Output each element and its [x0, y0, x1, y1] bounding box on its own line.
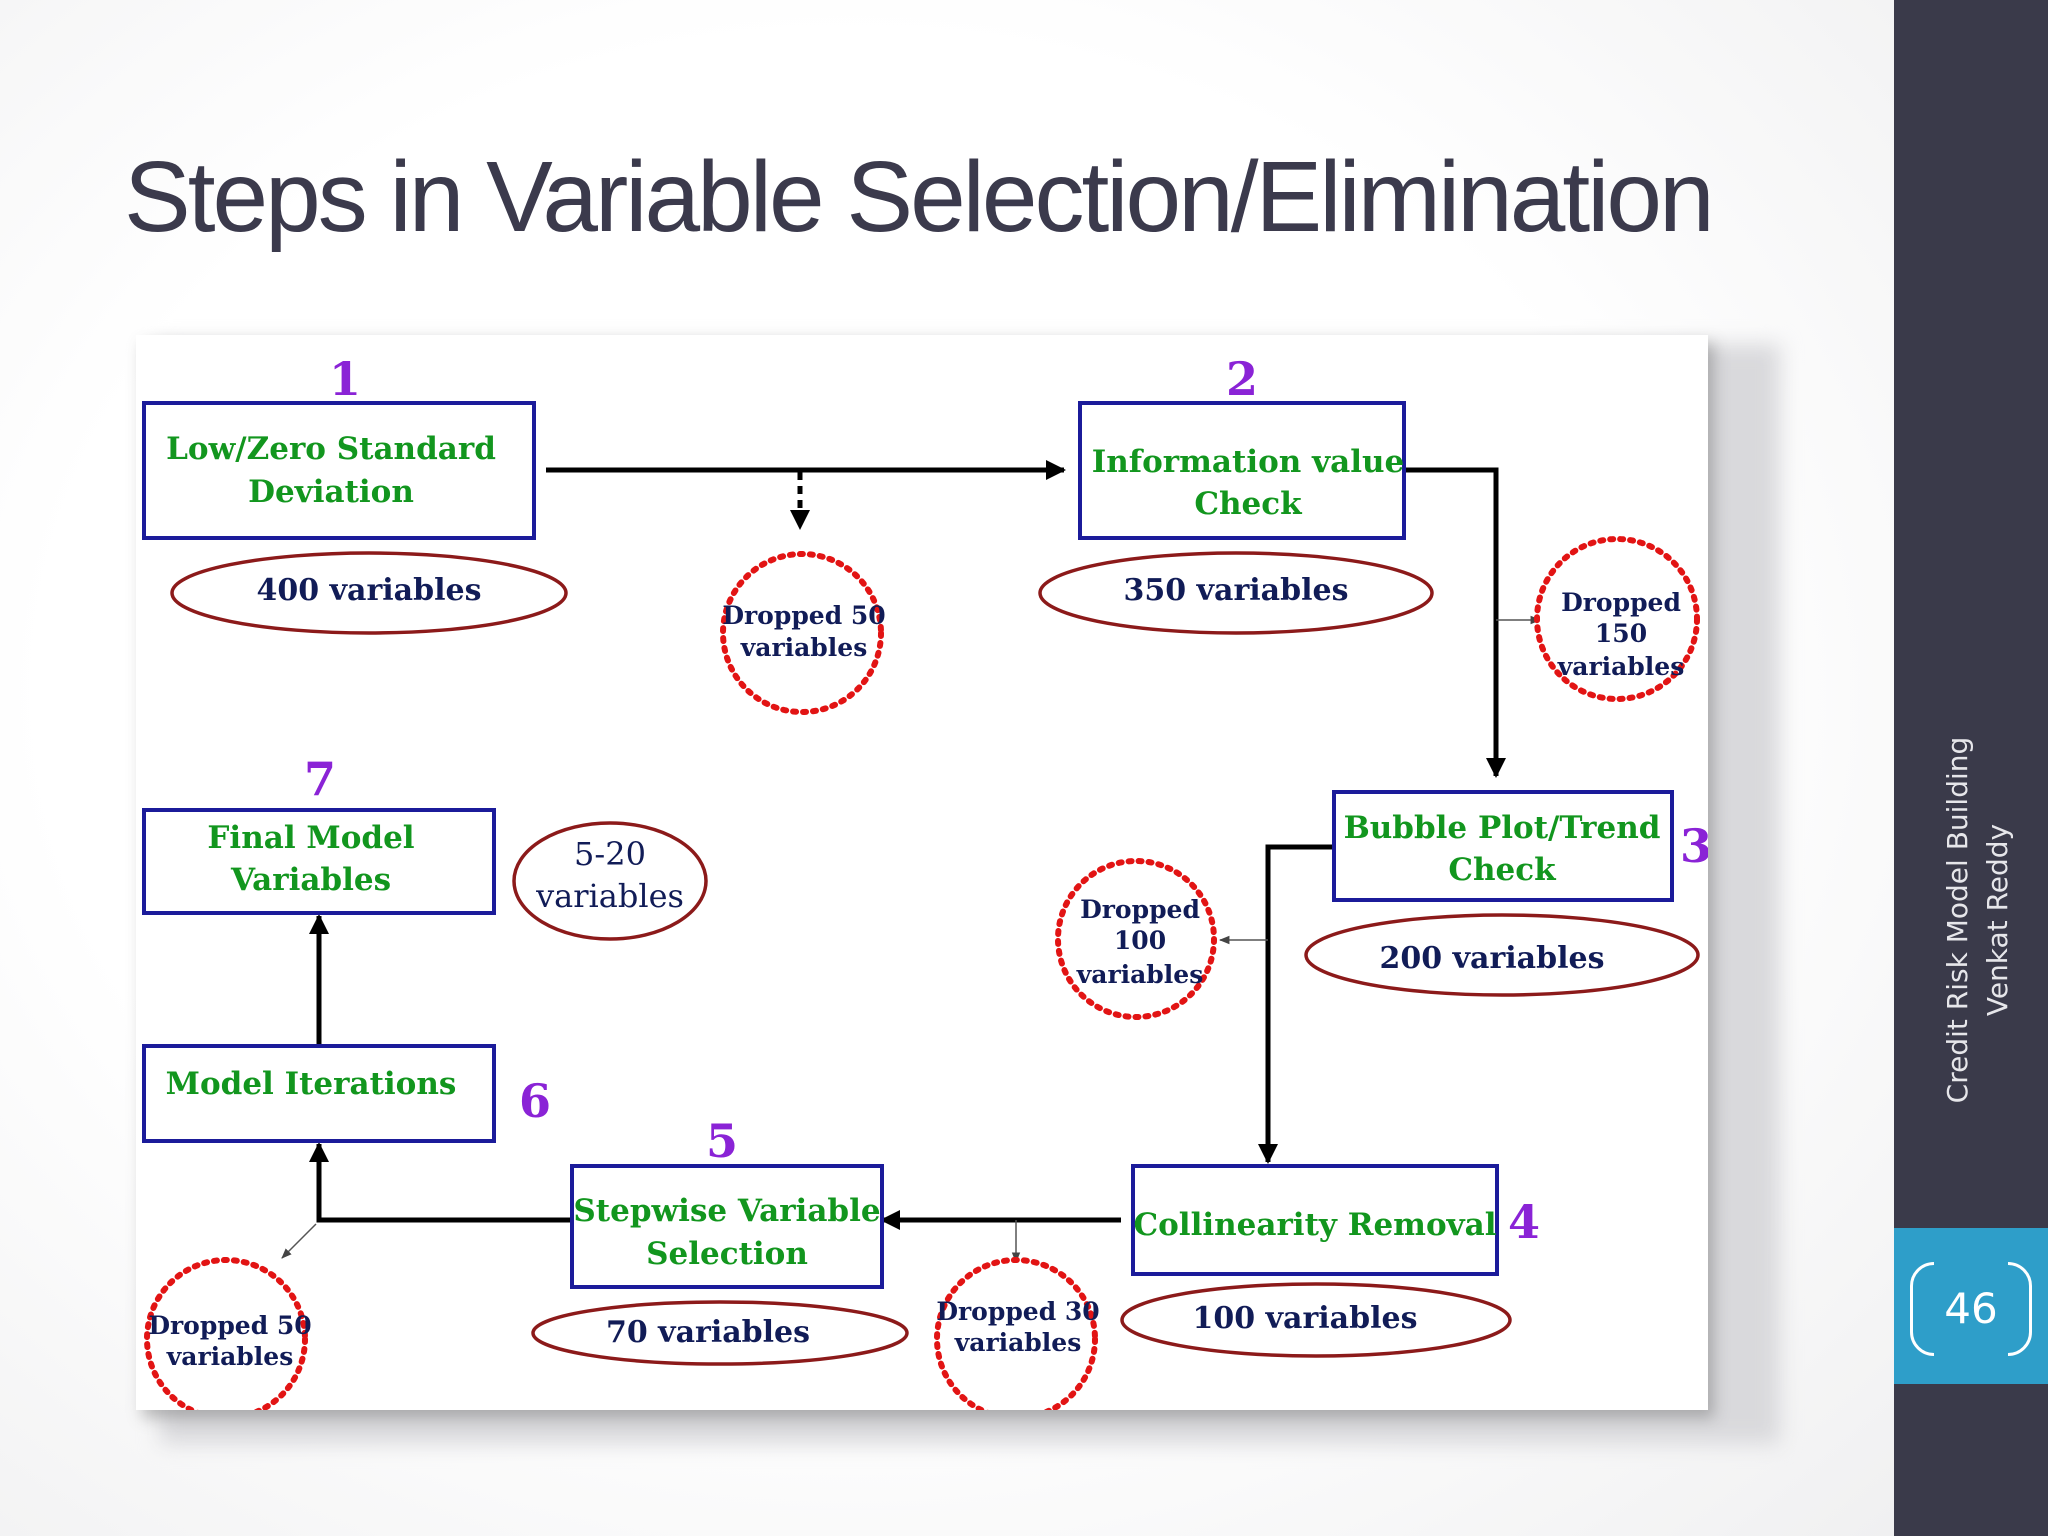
step-label-3-line1: Bubble Plot/Trend — [1344, 810, 1661, 846]
arrow-step2-to-step3 — [1404, 467, 1506, 778]
step-label-2-line2: Check — [1194, 486, 1303, 522]
slide-title: Steps in Variable Selection/Elimination — [124, 141, 1715, 253]
drop-label-3-line3: variables — [1076, 960, 1204, 989]
count-label-7-line1: 5-20 — [574, 835, 646, 873]
diagram-panel: 1 Low/Zero Standard Deviation 400 variab… — [136, 335, 1708, 1410]
step-label-3-line2: Check — [1448, 852, 1557, 888]
step-label-5-line1: Stepwise Variable — [573, 1193, 880, 1229]
step-box-model-iterations — [142, 1044, 496, 1143]
count-ellipse-1 — [170, 551, 568, 635]
drop-circle-4 — [934, 1257, 1098, 1410]
step-box-bubble-plot — [1332, 790, 1674, 902]
drop-circle-5 — [144, 1257, 308, 1410]
arrow-step5-to-step6 — [309, 1142, 572, 1223]
step-label-7-line2: Variables — [230, 862, 391, 898]
drop-label-3-line2: 100 — [1114, 926, 1166, 955]
drop-label-4-line1: Dropped 30 — [936, 1297, 1099, 1326]
step-number-2: 2 — [1226, 352, 1258, 406]
sidebar-author: Venkat Reddy — [1981, 823, 2014, 1017]
step-label-5-line2: Selection — [646, 1236, 808, 1272]
step-box-information-value — [1078, 401, 1406, 540]
step-number-4: 4 — [1508, 1195, 1540, 1249]
step-box-final-model — [142, 808, 496, 915]
step-label-1-line1: Low/Zero Standard — [166, 431, 496, 467]
page-number: 46 — [1944, 1284, 1998, 1333]
drop-label-1-line2: variables — [740, 633, 868, 662]
step-number-7: 7 — [304, 752, 336, 806]
drop-label-2-line3: variables — [1557, 652, 1685, 681]
count-ellipse-5 — [531, 1300, 909, 1366]
step-box-collinearity — [1131, 1164, 1499, 1276]
count-ellipse-4 — [1120, 1282, 1512, 1358]
step-label-7-line1: Final Model — [207, 820, 414, 856]
drop-label-3-line1: Dropped — [1080, 895, 1200, 924]
drop-label-5-line2: variables — [166, 1342, 294, 1371]
step-label-2-line1: Information value — [1092, 444, 1405, 480]
step-label-6-line1: Model Iterations — [166, 1066, 457, 1102]
drop-label-2-line2: 150 — [1595, 619, 1647, 648]
drop-circle-3 — [1055, 858, 1217, 1020]
drop-label-4-line2: variables — [954, 1328, 1082, 1357]
drop-circle-1 — [720, 551, 884, 715]
drop-label-1-line1: Dropped 50 — [722, 601, 885, 630]
count-ellipse-2 — [1038, 551, 1434, 635]
count-label-3: 200 variables — [1380, 941, 1605, 976]
step-number-5: 5 — [706, 1114, 738, 1168]
arrow-step5-drop — [281, 1223, 317, 1259]
step-label-1-line2: Deviation — [248, 474, 414, 510]
sidebar-footer-text: Credit Risk Model Building Venkat Reddy — [1938, 660, 2018, 1180]
step-box-stepwise — [570, 1164, 884, 1289]
count-label-1: 400 variables — [257, 573, 482, 608]
step-label-4-line1: Collinearity Removal — [1133, 1207, 1496, 1243]
variable-selection-flowchart: 1 Low/Zero Standard Deviation 400 variab… — [142, 352, 1708, 1410]
drop-label-2-line1: Dropped — [1561, 588, 1681, 617]
step-number-6: 6 — [519, 1074, 551, 1128]
drop-circle-2 — [1534, 536, 1700, 702]
count-label-5: 70 variables — [606, 1315, 810, 1350]
count-label-4: 100 variables — [1193, 1301, 1418, 1336]
sidebar-course-title: Credit Risk Model Building — [1941, 736, 1974, 1104]
count-label-7-line2: variables — [535, 877, 684, 915]
count-ellipse-3 — [1304, 913, 1700, 997]
drop-label-5-line1: Dropped 50 — [148, 1311, 311, 1340]
arrow-step3-to-step4 — [1258, 844, 1334, 1164]
count-ellipse-7 — [512, 821, 708, 941]
count-label-2: 350 variables — [1124, 573, 1349, 608]
step-number-3: 3 — [1680, 819, 1708, 873]
step-number-1: 1 — [329, 352, 361, 406]
step-box-low-zero-std — [142, 401, 536, 540]
